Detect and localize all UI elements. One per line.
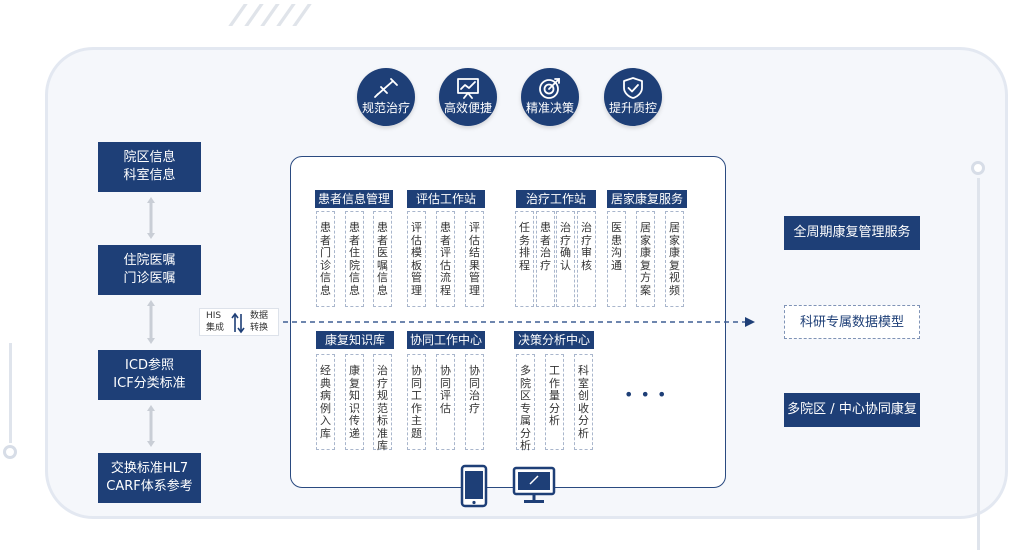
module-title: 协同工作中心: [407, 331, 485, 349]
module-item: 评估结果管理: [465, 211, 484, 307]
left-box-hospital-info: 院区信息科室信息: [98, 142, 201, 192]
module-item: 居家康复方案: [636, 211, 655, 307]
his-label: 转换: [250, 323, 269, 333]
right-box-full-cycle-service: 全周期康复管理服务: [784, 216, 920, 250]
module-item: 治疗确认: [556, 211, 575, 307]
module-item: 评估模板管理: [407, 211, 426, 307]
module-item: 治疗规范标准库: [373, 354, 392, 452]
module-item: 患者医嘱信息: [373, 211, 392, 307]
module-item: 经典病例入库: [316, 354, 335, 450]
feature-label: 提升质控: [608, 101, 657, 115]
module-item: 工作量分析: [545, 354, 564, 450]
his-integration-box: HIS 集成 数据 转换: [199, 308, 279, 336]
decor-line: [9, 343, 12, 443]
left-box-line: 住院医嘱: [123, 253, 176, 268]
module-title: 评估工作站: [407, 190, 485, 208]
decor-ring: [971, 161, 985, 175]
module-item: 医患沟通: [607, 211, 626, 307]
module-item: 任务排程: [515, 211, 534, 307]
ellipsis: • • •: [624, 385, 668, 404]
bidirectional-arrow-icon: [147, 197, 155, 239]
bidirectional-arrow-icon: [147, 300, 155, 344]
module-title: 居家康复服务: [607, 190, 687, 208]
feature-label: 高效便捷: [443, 101, 492, 115]
syringe-icon: [374, 78, 398, 98]
left-box-line: CARF体系参考: [106, 479, 193, 494]
module-title: 治疗工作站: [516, 190, 596, 208]
module-item: 患者住院信息: [345, 211, 364, 307]
module-item: 患者治疗: [536, 211, 555, 307]
module-title: 患者信息管理: [315, 190, 393, 208]
left-box-line: 门诊医嘱: [123, 271, 176, 286]
module-item: 患者门诊信息: [316, 211, 335, 307]
decor-stripe: [292, 4, 312, 26]
left-box-line: ICD参照: [125, 358, 174, 373]
feature-precise-decision: 精准决策: [521, 68, 579, 126]
module-item: 治疗审核: [577, 211, 596, 307]
module-item: 协同治疗: [465, 354, 484, 450]
chart-board-icon: [457, 78, 479, 99]
target-icon: [539, 78, 560, 99]
module-title: 决策分析中心: [514, 331, 594, 349]
decor-stripe: [244, 4, 264, 26]
module-item: 协同工作主题: [407, 354, 426, 450]
module-item: 居家康复视频: [665, 211, 684, 307]
module-item: 多院区专属分析: [516, 354, 535, 452]
feature-label: 精准决策: [525, 101, 574, 115]
his-label: 集成: [206, 323, 225, 333]
decor-ring: [3, 445, 17, 459]
decor-line: [977, 178, 980, 550]
left-box-icd-icf: ICD参照 ICF分类标准: [98, 350, 201, 400]
dashed-flow-arrow: [283, 317, 755, 327]
left-box-line: ICF分类标准: [113, 376, 186, 391]
left-box-line: 科室信息: [123, 168, 176, 183]
feature-standard-treatment: 规范治疗: [357, 68, 415, 126]
right-box-research-data-model: 科研专属数据模型: [784, 305, 920, 339]
module-item: 科室创收分析: [574, 354, 593, 450]
exchange-arrows-icon: [231, 312, 245, 334]
module-item: 患者评估流程: [436, 211, 455, 307]
desktop-monitor-icon: [512, 466, 556, 503]
module-item: 协同评估: [436, 354, 455, 450]
mobile-phone-icon: [460, 464, 488, 508]
decor-stripe: [276, 4, 296, 26]
decor-stripe: [228, 4, 248, 26]
module-title: 康复知识库: [316, 331, 394, 349]
decor-stripe: [260, 4, 280, 26]
left-box-line: 院区信息: [123, 150, 176, 165]
his-label: 数据: [250, 311, 269, 321]
his-label: HIS: [206, 311, 222, 321]
feature-efficient: 高效便捷: [439, 68, 497, 126]
feature-quality-control: 提升质控: [604, 68, 662, 126]
feature-label: 规范治疗: [361, 101, 410, 115]
module-item: 康复知识传递: [345, 354, 364, 450]
left-box-orders: 住院医嘱门诊医嘱: [98, 245, 201, 295]
bidirectional-arrow-icon: [147, 405, 155, 447]
right-box-multi-center: 多院区 / 中心协同康复: [784, 393, 920, 427]
left-box-line: 交换标准HL7: [110, 461, 189, 476]
shield-check-icon: [623, 77, 643, 99]
